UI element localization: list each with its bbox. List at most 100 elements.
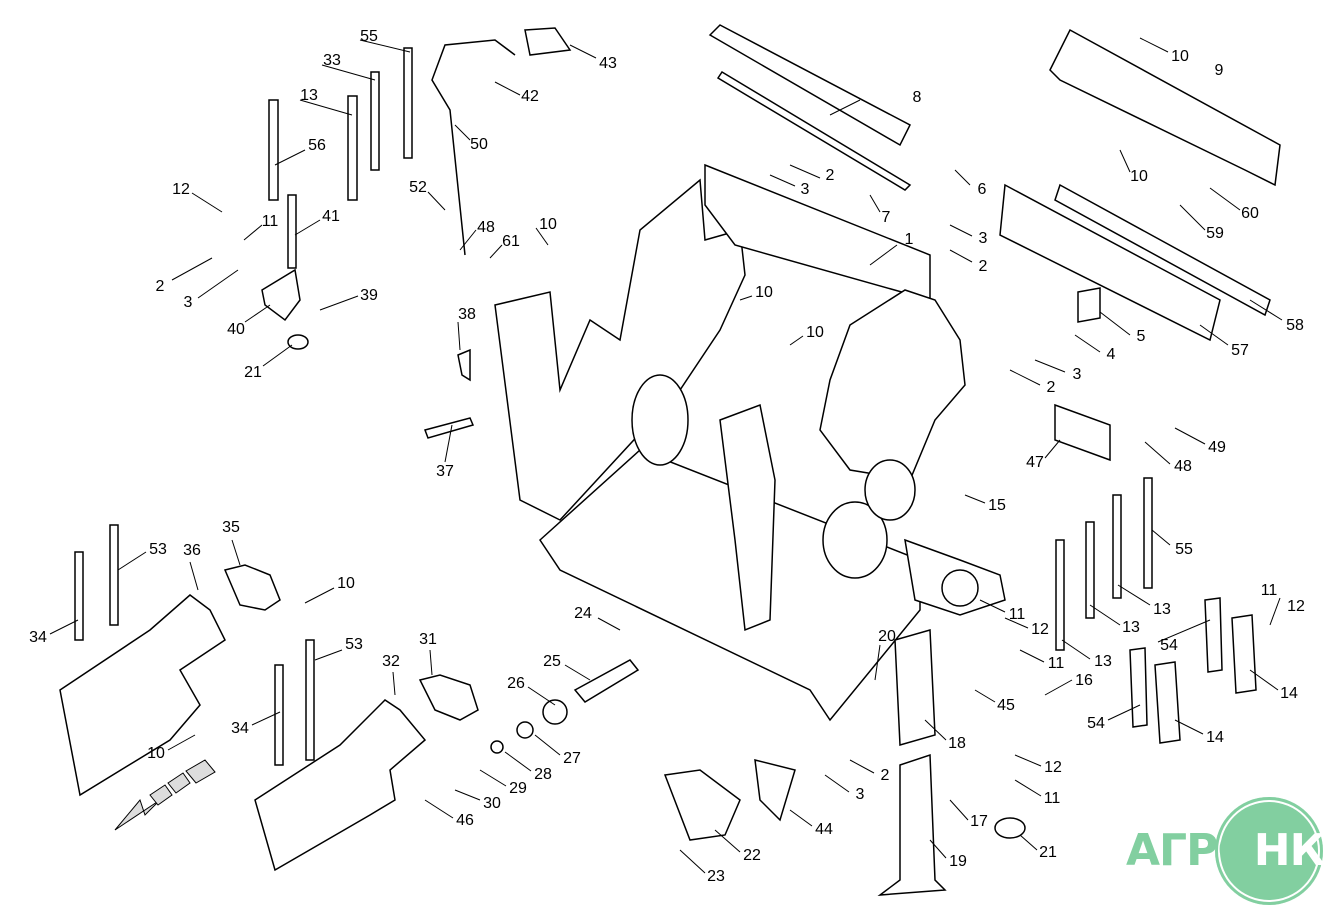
part-38-clip bbox=[457, 348, 471, 382]
callout-label: 10 bbox=[755, 284, 773, 301]
callout-label: 13 bbox=[1153, 601, 1171, 618]
callout-label: 55 bbox=[1175, 541, 1193, 558]
callout-label: 3 bbox=[800, 181, 810, 198]
leader-line bbox=[979, 599, 1006, 613]
leader-line bbox=[1044, 439, 1061, 459]
callout-label: 11 bbox=[261, 213, 279, 230]
callout-label: 18 bbox=[948, 735, 966, 752]
callout-label: 26 bbox=[507, 675, 525, 692]
agronka-logo: АГРОНКА bbox=[1120, 795, 1337, 915]
leader-line bbox=[1074, 334, 1101, 353]
part-13-strip-right bbox=[1085, 521, 1095, 619]
leader-line bbox=[1019, 649, 1045, 663]
leader-line bbox=[231, 539, 241, 566]
part-25-pin bbox=[573, 659, 640, 703]
part-8-strip bbox=[708, 24, 911, 147]
leader-line bbox=[789, 809, 813, 827]
leader-line bbox=[949, 249, 973, 263]
leader-line bbox=[1009, 369, 1041, 386]
part-37-pin bbox=[424, 417, 475, 439]
main-frame-left-plate bbox=[494, 178, 746, 521]
leader-line bbox=[1209, 187, 1241, 211]
callout-label: 11 bbox=[1047, 655, 1065, 672]
main-frame-right-plate bbox=[819, 289, 966, 481]
callout-label: 19 bbox=[949, 853, 967, 870]
part-27-washer bbox=[516, 721, 534, 739]
leader-line bbox=[171, 257, 213, 281]
leader-line bbox=[299, 99, 353, 116]
callout-label: 56 bbox=[308, 137, 326, 154]
callout-label: 35 bbox=[222, 519, 240, 536]
part-34-strip bbox=[74, 551, 84, 641]
leader-line bbox=[191, 192, 223, 213]
leader-line bbox=[314, 649, 343, 661]
callout-label: 36 bbox=[183, 542, 201, 559]
leader-line bbox=[1174, 719, 1204, 735]
leader-line bbox=[1044, 679, 1073, 696]
callout-label: 38 bbox=[458, 306, 476, 323]
leader-line bbox=[679, 849, 706, 874]
callout-label: 10 bbox=[1171, 48, 1189, 65]
leader-line bbox=[304, 587, 335, 604]
pivot-bushing bbox=[941, 569, 979, 607]
part-31-plate bbox=[418, 674, 479, 721]
callout-label: 46 bbox=[456, 812, 474, 829]
leader-line bbox=[1089, 604, 1121, 626]
callout-label: 55 bbox=[360, 28, 378, 45]
leader-line bbox=[359, 39, 411, 53]
leader-line bbox=[1117, 584, 1151, 606]
callout-label: 47 bbox=[1026, 454, 1044, 471]
leader-line bbox=[189, 561, 199, 591]
callout-label: 57 bbox=[1231, 342, 1249, 359]
callout-label: 27 bbox=[563, 750, 581, 767]
leader-line bbox=[789, 164, 821, 179]
leader-line bbox=[392, 671, 396, 696]
leader-line bbox=[1199, 324, 1229, 346]
callout-label: 6 bbox=[977, 181, 987, 198]
part-53-strip bbox=[109, 524, 119, 626]
leader-line bbox=[424, 799, 454, 819]
part-44-bracket bbox=[754, 759, 796, 822]
part-18-post bbox=[894, 629, 936, 746]
leader-line bbox=[1019, 834, 1038, 851]
leader-line bbox=[954, 169, 971, 186]
callout-label: 13 bbox=[1122, 619, 1140, 636]
leader-line bbox=[294, 219, 321, 236]
leader-line bbox=[949, 224, 973, 237]
parts bbox=[59, 24, 1281, 896]
callout-label: 21 bbox=[1039, 844, 1057, 861]
callout-label: 45 bbox=[997, 697, 1015, 714]
leader-line bbox=[1014, 754, 1042, 767]
leader-line bbox=[1004, 617, 1029, 629]
leader-line bbox=[769, 174, 796, 187]
leader-line bbox=[479, 769, 507, 787]
part-14-link bbox=[1231, 614, 1257, 694]
part-22-plate bbox=[663, 769, 741, 841]
callout-label: 29 bbox=[509, 780, 527, 797]
callout-label: 24 bbox=[574, 605, 592, 622]
callout-label: 33 bbox=[323, 52, 341, 69]
part-35-plate bbox=[223, 564, 281, 611]
leader-line bbox=[274, 149, 306, 166]
leader-line bbox=[1099, 311, 1131, 336]
part-19-post bbox=[877, 753, 947, 896]
part-36-plate bbox=[59, 594, 226, 797]
part-21-bushing bbox=[994, 817, 1026, 839]
part-9-cover bbox=[1049, 28, 1281, 187]
part-26-bushing bbox=[542, 699, 568, 725]
leader-line bbox=[319, 295, 359, 311]
part-58-strip bbox=[1054, 183, 1271, 317]
callout-label: 7 bbox=[881, 209, 891, 226]
callout-label: 53 bbox=[149, 541, 167, 558]
leader-line bbox=[1174, 427, 1206, 445]
part-21-bushing bbox=[287, 334, 309, 350]
callout-label: 37 bbox=[436, 463, 454, 480]
direction-arrow bbox=[114, 759, 216, 831]
callout-label: 1 bbox=[904, 231, 914, 248]
part-55-strip-right bbox=[1143, 477, 1153, 589]
leader-line bbox=[714, 829, 741, 853]
part-55-strip bbox=[403, 47, 413, 159]
part-7-strip bbox=[716, 70, 912, 191]
callout-label: 54 bbox=[1087, 715, 1105, 732]
